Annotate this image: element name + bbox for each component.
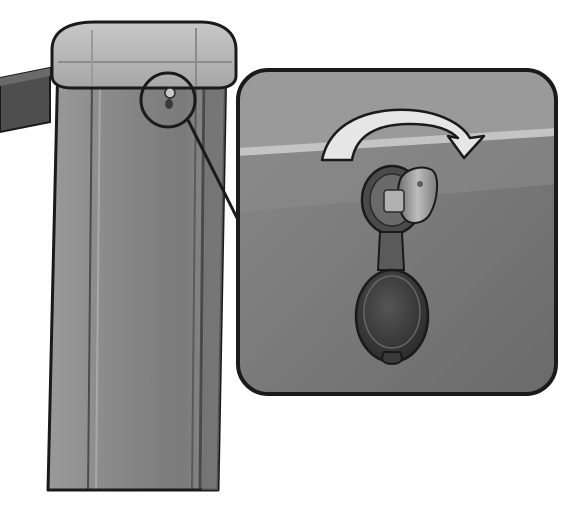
lock-dust-cover-icon <box>356 270 428 364</box>
barrier-post <box>48 58 226 490</box>
boom-arm <box>0 68 50 132</box>
post-cap <box>52 22 236 88</box>
cover-hinge <box>378 232 404 270</box>
